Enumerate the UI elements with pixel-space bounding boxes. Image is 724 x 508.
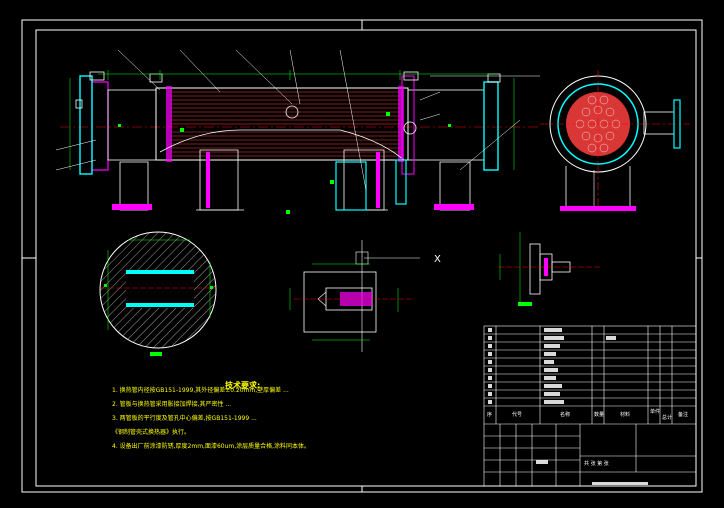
header-name: 名称 bbox=[560, 412, 571, 418]
nozzle-detail: X bbox=[289, 240, 441, 352]
header-material: 材料 bbox=[620, 412, 631, 418]
note-item-3: 3. 两管板的平行度及管孔中心偏差,按GB151-1999 ... bbox=[112, 415, 257, 422]
header-code: 代号 bbox=[512, 412, 523, 418]
parts-list-table bbox=[483, 325, 697, 487]
header-seq: 序 bbox=[487, 412, 493, 418]
note-item-3-cont: 《钢制管壳式换热器》执行。 bbox=[112, 429, 191, 436]
technical-requirements-title: 技术要求: bbox=[225, 381, 261, 390]
svg-text:X: X bbox=[434, 254, 441, 265]
header-total: 总计 bbox=[662, 415, 673, 421]
saddle-supports bbox=[119, 149, 471, 211]
technical-requirements: 1. 换热管内径按GB151-1999,其外径偏差±0.20mm,壁厚偏差 ..… bbox=[112, 384, 412, 454]
note-item-4: 4. 设备出厂前涂漆防锈,厚度2mm,面漆60um,涂层质量合格,涂料同本体。 bbox=[112, 443, 311, 450]
header-qty: 数量 bbox=[594, 412, 605, 418]
end-view bbox=[540, 70, 690, 214]
left-channel-flange bbox=[91, 81, 109, 171]
frame-center-marks bbox=[22, 20, 702, 492]
header-unit: 单件 bbox=[650, 409, 661, 415]
right-channel bbox=[407, 89, 485, 161]
flange-detail bbox=[498, 232, 600, 306]
header-remarks: 备注 bbox=[678, 412, 689, 418]
note-item-2: 2. 管板与换热管采用胀接加焊接,其严密性 ... bbox=[112, 401, 232, 408]
note-item-1: 1. 换热管内径按GB151-1999,其外径偏差±0.20mm,壁厚偏差 ..… bbox=[112, 387, 289, 394]
main-elevation-view bbox=[55, 49, 540, 214]
sheet-label: 共 张 第 张 bbox=[584, 461, 609, 467]
detail-circle bbox=[99, 231, 217, 356]
tube-bundle bbox=[170, 91, 400, 157]
